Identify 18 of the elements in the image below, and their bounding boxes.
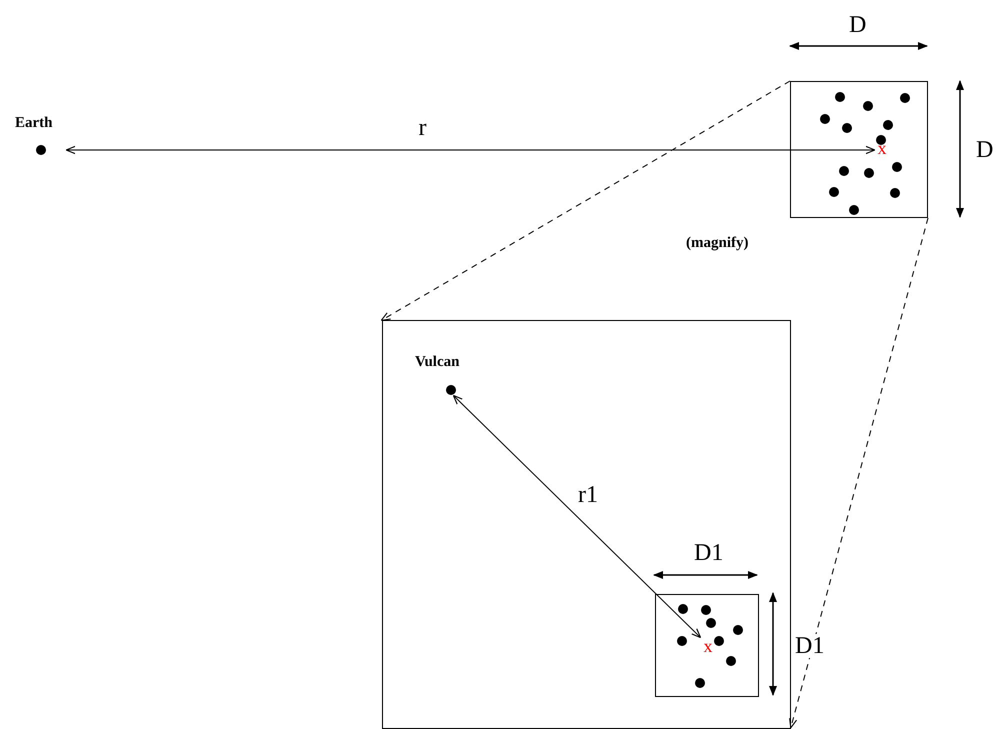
dimension-label: D xyxy=(849,13,866,37)
arrow xyxy=(789,218,928,728)
arrow xyxy=(380,80,790,321)
region-frame xyxy=(790,81,928,218)
dimension-label: D1 xyxy=(795,634,824,658)
center-mark: x xyxy=(875,140,889,160)
edge-label: r xyxy=(418,116,426,140)
annotation-text: (magnify) xyxy=(686,236,748,251)
arrow xyxy=(66,146,876,154)
planet-name: Earth xyxy=(15,116,52,131)
edge-label: r1 xyxy=(578,482,598,506)
planet-name: Vulcan xyxy=(415,355,460,370)
dimension-label: D xyxy=(976,138,994,162)
region-frame xyxy=(382,320,791,729)
arrow xyxy=(452,394,702,638)
dimension-label: D1 xyxy=(694,541,724,565)
center-mark: x xyxy=(701,638,715,658)
region-frame xyxy=(655,594,759,697)
